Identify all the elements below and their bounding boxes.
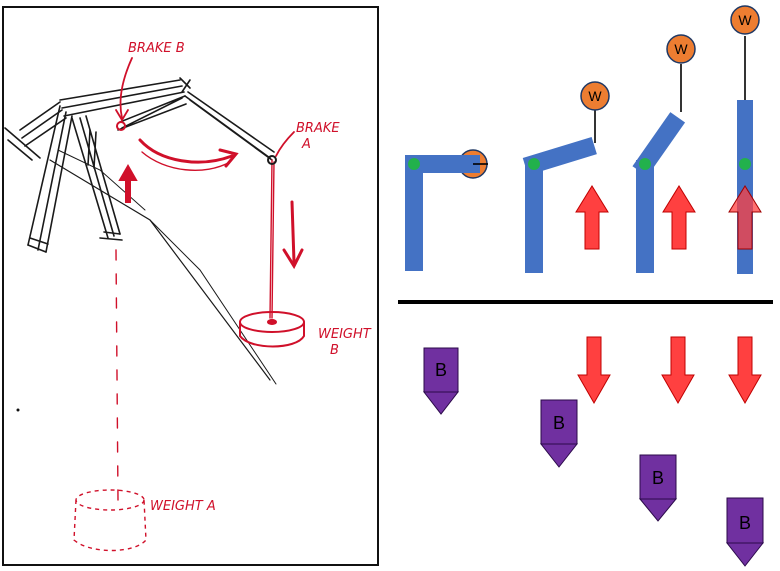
weight-a-string <box>115 249 119 501</box>
stage-2-arm: W <box>522 81 610 273</box>
weight-b-string <box>269 159 275 319</box>
brake-b-joint <box>116 121 126 131</box>
weight-b-label-line1: WEIGHT <box>318 327 372 342</box>
sketch-red-annotations <box>115 57 304 501</box>
stage-3-weight-label: W <box>674 41 688 57</box>
stage-1-joint <box>408 158 420 170</box>
sketch-down-arrow <box>290 200 296 264</box>
weight-b-sketch <box>239 311 305 348</box>
brake-b-label: BRAKE B <box>128 41 185 56</box>
rotation-arrow <box>138 138 234 164</box>
sketch-up-arrow <box>118 163 138 203</box>
stage-1-upright <box>405 155 423 271</box>
stage-2-up-arrow <box>575 185 609 250</box>
stage-4-weight <box>730 5 760 35</box>
block-b-stage-4: B <box>725 497 765 567</box>
brake-a-pointer <box>275 131 295 157</box>
brake-a-joint <box>267 155 277 165</box>
stage-4-up-arrow <box>728 185 762 250</box>
brake-b-pointer <box>119 57 133 119</box>
sketch-arm-structure <box>4 77 277 385</box>
block-b-stage-3-label: B <box>652 468 664 488</box>
block-b-stage-1: B <box>422 347 460 415</box>
stage-1-arm <box>405 149 488 271</box>
block-b-stage-2-label: B <box>553 413 565 433</box>
stage-2-forearm <box>522 136 597 176</box>
weight-a-label: WEIGHT A <box>150 499 216 514</box>
stage-3-weight <box>666 34 696 64</box>
stage-3-arm: W <box>632 34 696 273</box>
brake-a-label-line2: A <box>301 137 311 152</box>
block-b-stage-4-label: B <box>739 513 751 533</box>
block-b-stage-2: B <box>539 399 579 468</box>
weight-b-label-line2: B <box>330 343 339 358</box>
stage-4-weight-label: W <box>738 12 752 28</box>
stage-2-weight-label: W <box>588 88 602 104</box>
stage-4-down-arrow <box>728 336 762 405</box>
sketch-panel: BRAKE B BRAKE A WEIGHT B WEIGHT A <box>2 6 379 566</box>
block-b-stage-3: B <box>638 454 678 522</box>
brake-a-label-line1: BRAKE <box>296 121 340 136</box>
schematic-panel: W W W <box>398 5 773 567</box>
sketch-frame <box>2 6 379 566</box>
block-b-stage-1-label: B <box>435 360 447 380</box>
stage-3-down-arrow <box>661 336 695 405</box>
weight-a-sketch <box>73 489 147 552</box>
stage-4-arm: W <box>728 5 762 274</box>
stage-2-weight <box>580 81 610 111</box>
stage-2-down-arrow <box>577 336 611 405</box>
stage-1-forearm <box>405 155 480 173</box>
stage-3-up-arrow <box>662 185 696 250</box>
